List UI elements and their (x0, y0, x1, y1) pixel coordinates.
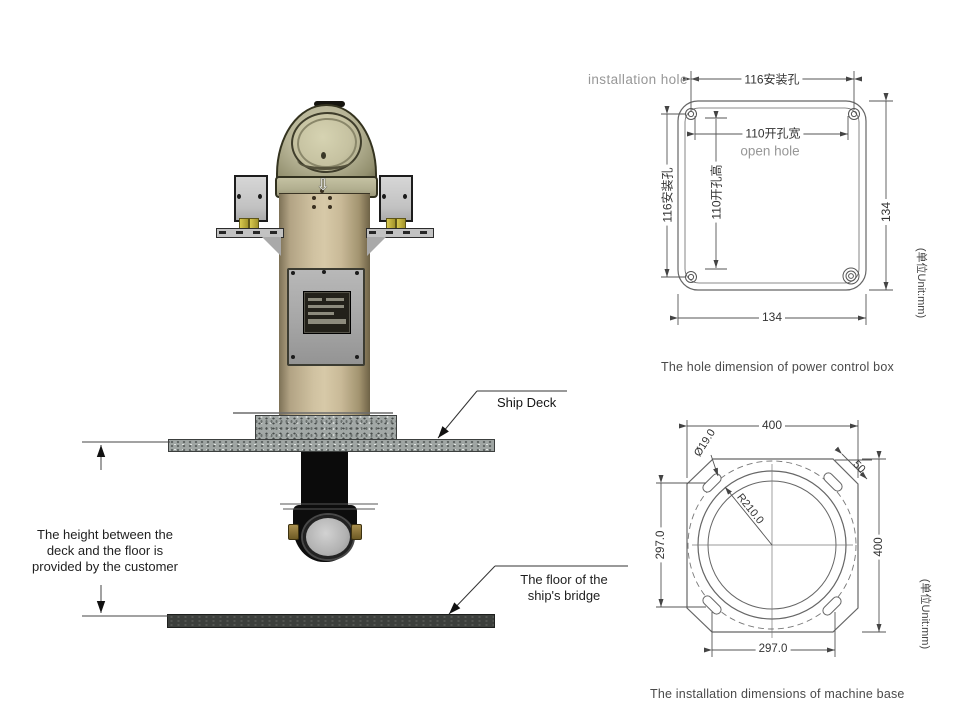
nameplate-texture (308, 305, 344, 308)
base-centerlines (692, 464, 853, 638)
dim-overall-height: 134 (879, 198, 893, 226)
vent-hole (312, 205, 316, 209)
panel-screw (322, 270, 326, 274)
elbow-fitting (351, 524, 362, 540)
dim-base-top: 400 (758, 418, 786, 432)
machine-base-caption: The installation dimensions of machine b… (650, 687, 905, 701)
nameplate-texture (308, 312, 334, 315)
height-note: The height between the deck and the floo… (32, 527, 178, 574)
elbow-fitting (288, 524, 299, 540)
base-circles (687, 460, 857, 630)
dim-radius: R210.0 (734, 491, 766, 527)
dim-base-left: 297.0 (655, 527, 667, 563)
open-hole-label: open hole (740, 143, 800, 159)
bracket-gusset-right (367, 237, 386, 256)
elbow-cover (303, 515, 353, 559)
dim-open-width: 110开孔宽 (742, 124, 804, 142)
ship-deck-slab (168, 439, 495, 452)
dim-overall-width: 134 (758, 310, 786, 324)
bracket-bolt-slots (369, 231, 429, 234)
junction-box-screw (403, 194, 407, 199)
junction-box-screw (258, 194, 262, 199)
dim-slot-diameter: Ø19.0 (691, 427, 719, 459)
cable-pipe (301, 446, 348, 507)
dim-open-height: 110开孔高 (707, 161, 725, 223)
lens-drain-hole (321, 152, 326, 159)
panel-screw (291, 355, 295, 359)
panel-screw (355, 355, 359, 359)
panel-screw (291, 271, 295, 275)
dim-slot-length: 50 (850, 458, 868, 476)
control-box-caption: The hole dimension of power control box (661, 360, 894, 374)
unit-label: (单位Unit:mm) (919, 578, 931, 650)
vent-hole (312, 196, 316, 200)
deck-pedestal-block (255, 415, 397, 444)
base-dimensions (656, 420, 886, 657)
base-mounting-slots (702, 472, 843, 616)
dim-base-bottom: 297.0 (755, 643, 791, 655)
nameplate-texture (308, 298, 322, 301)
unit-label: (单位Unit:mm) (915, 247, 927, 319)
nameplate-texture (326, 298, 344, 301)
control-box-dimensions (661, 71, 893, 325)
bracket-gusset-left (262, 237, 281, 256)
vent-hole (320, 189, 324, 193)
junction-box-screw (237, 194, 241, 199)
bridge-floor-slab (167, 614, 495, 628)
junction-box-screw (382, 194, 386, 199)
dim-mount-height: 116安装孔 (658, 164, 676, 226)
vent-hole (328, 196, 332, 200)
lens-lower-arc (297, 150, 353, 170)
dim-base-right: 400 (873, 534, 885, 560)
junction-box-left (234, 175, 268, 222)
nameplate-texture (308, 319, 346, 324)
product-nameplate (303, 291, 351, 334)
dim-mount-width: 116安装孔 (741, 70, 803, 88)
down-arrow-icon: ⇩ (316, 177, 330, 194)
base-plate-outline (686, 458, 859, 633)
bracket-bolt-slots (219, 231, 279, 234)
ship-deck-label: Ship Deck (497, 395, 557, 410)
panel-screw (355, 271, 359, 275)
installation-hole-label: installation hole (588, 72, 688, 87)
bridge-floor-label: The floor of the ship's bridge (520, 572, 608, 603)
vent-hole (328, 205, 332, 209)
